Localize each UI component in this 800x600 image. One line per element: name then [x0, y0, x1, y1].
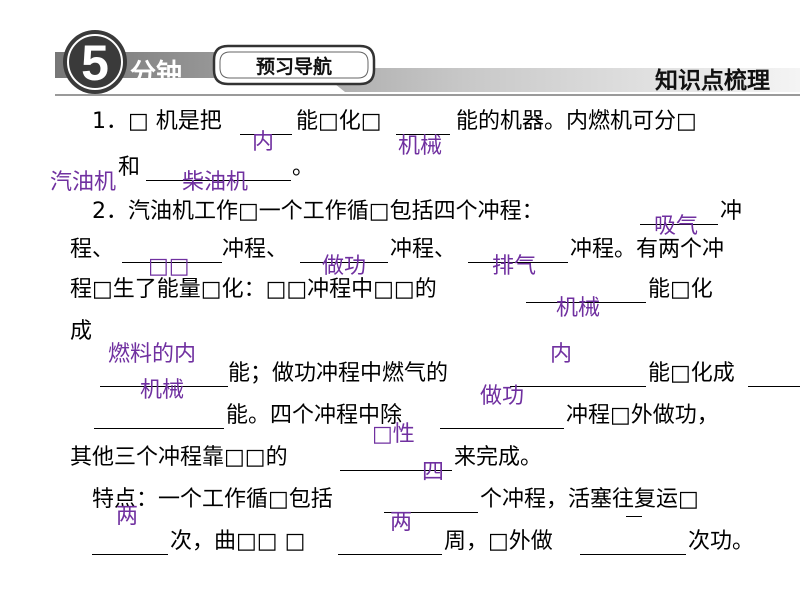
- answer-5: 吸气: [654, 214, 699, 239]
- blank-6: [300, 262, 388, 263]
- blank-16: [626, 516, 642, 517]
- answer-16: 两: [116, 504, 139, 529]
- blank-12: [94, 428, 224, 429]
- blank-19: [580, 554, 686, 555]
- text-line4-d: 冲程。有两个冲: [570, 237, 725, 262]
- text-line2-a: 和: [118, 155, 141, 180]
- text-line1-c: 能的机器。内燃机可分□: [456, 109, 697, 134]
- text-line7-a: 能；做功冲程中燃气的: [228, 361, 449, 386]
- text-line6: 成: [70, 319, 93, 344]
- answer-6: □□: [148, 254, 190, 279]
- text-line4-c: 冲程、: [390, 237, 457, 262]
- section-title: 知识点梳理: [655, 67, 770, 94]
- blank-15: [384, 512, 478, 513]
- text-line7-b: 能□化成: [648, 361, 735, 386]
- text-line1-b: 能□化□: [296, 109, 382, 134]
- answer-10: 燃料的内: [108, 342, 197, 367]
- blank-1: [240, 134, 292, 135]
- text-line5-a: 程□生了能量□化：□□冲程中□□的: [70, 277, 437, 302]
- answer-7: 做功: [322, 254, 367, 279]
- answer-15: 四: [422, 460, 445, 485]
- text-line11-a: 次，曲□□ □: [170, 529, 306, 554]
- preview-guide-text: 预习导航: [256, 55, 332, 78]
- text-line8-b: 冲程□外做功，: [566, 403, 719, 428]
- blank-2: [396, 134, 450, 135]
- text-line3-b: 冲: [720, 199, 743, 224]
- preview-guide-badge: 预习导航: [212, 44, 376, 86]
- blank-14: [340, 470, 452, 471]
- answer-17: 两: [390, 510, 413, 535]
- blank-7: [468, 262, 568, 263]
- answer-11: 内: [550, 342, 573, 367]
- answer-8: 排气: [492, 254, 537, 279]
- blank-10: [510, 386, 646, 387]
- answer-13: 做功: [480, 384, 525, 409]
- text-line3-a: 2．汽油机工作□一个工作循□包括四个冲程：: [92, 199, 544, 224]
- minutes-label: 分钟: [130, 58, 182, 89]
- blank-5: [122, 262, 222, 263]
- answer-2: 机械: [398, 134, 443, 159]
- blank-9: [100, 386, 228, 387]
- text-line10-a: 特点：一个工作循□包括: [92, 487, 333, 512]
- text-line4-a: 程、: [70, 237, 115, 262]
- blank-3: [146, 180, 291, 181]
- text-line2-b: 。: [292, 155, 315, 180]
- text-line5-b: 能□化: [648, 277, 713, 302]
- answer-14: □性: [372, 422, 415, 447]
- step-number: 5: [81, 35, 109, 91]
- text-line1-a: 1．□ 机是把: [92, 109, 222, 134]
- answer-3: 汽油机: [50, 170, 117, 195]
- blank-17: [92, 554, 168, 555]
- answer-4: 柴油机: [182, 170, 249, 195]
- blank-4: [640, 224, 718, 225]
- step-number-badge: 5: [63, 30, 127, 94]
- text-line4-b: 冲程、: [222, 237, 289, 262]
- blank-13: [440, 428, 564, 429]
- answer-9: 机械: [556, 296, 601, 321]
- header-banner: 5 分钟 预习导航 知识点梳理: [55, 30, 800, 96]
- text-line11-b: 周，□外做: [444, 529, 553, 554]
- blank-11: [748, 386, 800, 387]
- answer-12: 机械: [140, 378, 185, 403]
- text-line8-a: 能。四个冲程中除: [226, 403, 403, 428]
- text-line9-a: 其他三个冲程靠□□的: [70, 445, 288, 470]
- blank-18: [338, 554, 442, 555]
- text-line9-b: 来完成。: [454, 445, 543, 470]
- blank-8: [526, 302, 646, 303]
- text-line10-b: 个冲程，活塞往复运□: [480, 487, 699, 512]
- text-line11-c: 次功。: [688, 529, 755, 554]
- answer-1: 内: [252, 130, 275, 155]
